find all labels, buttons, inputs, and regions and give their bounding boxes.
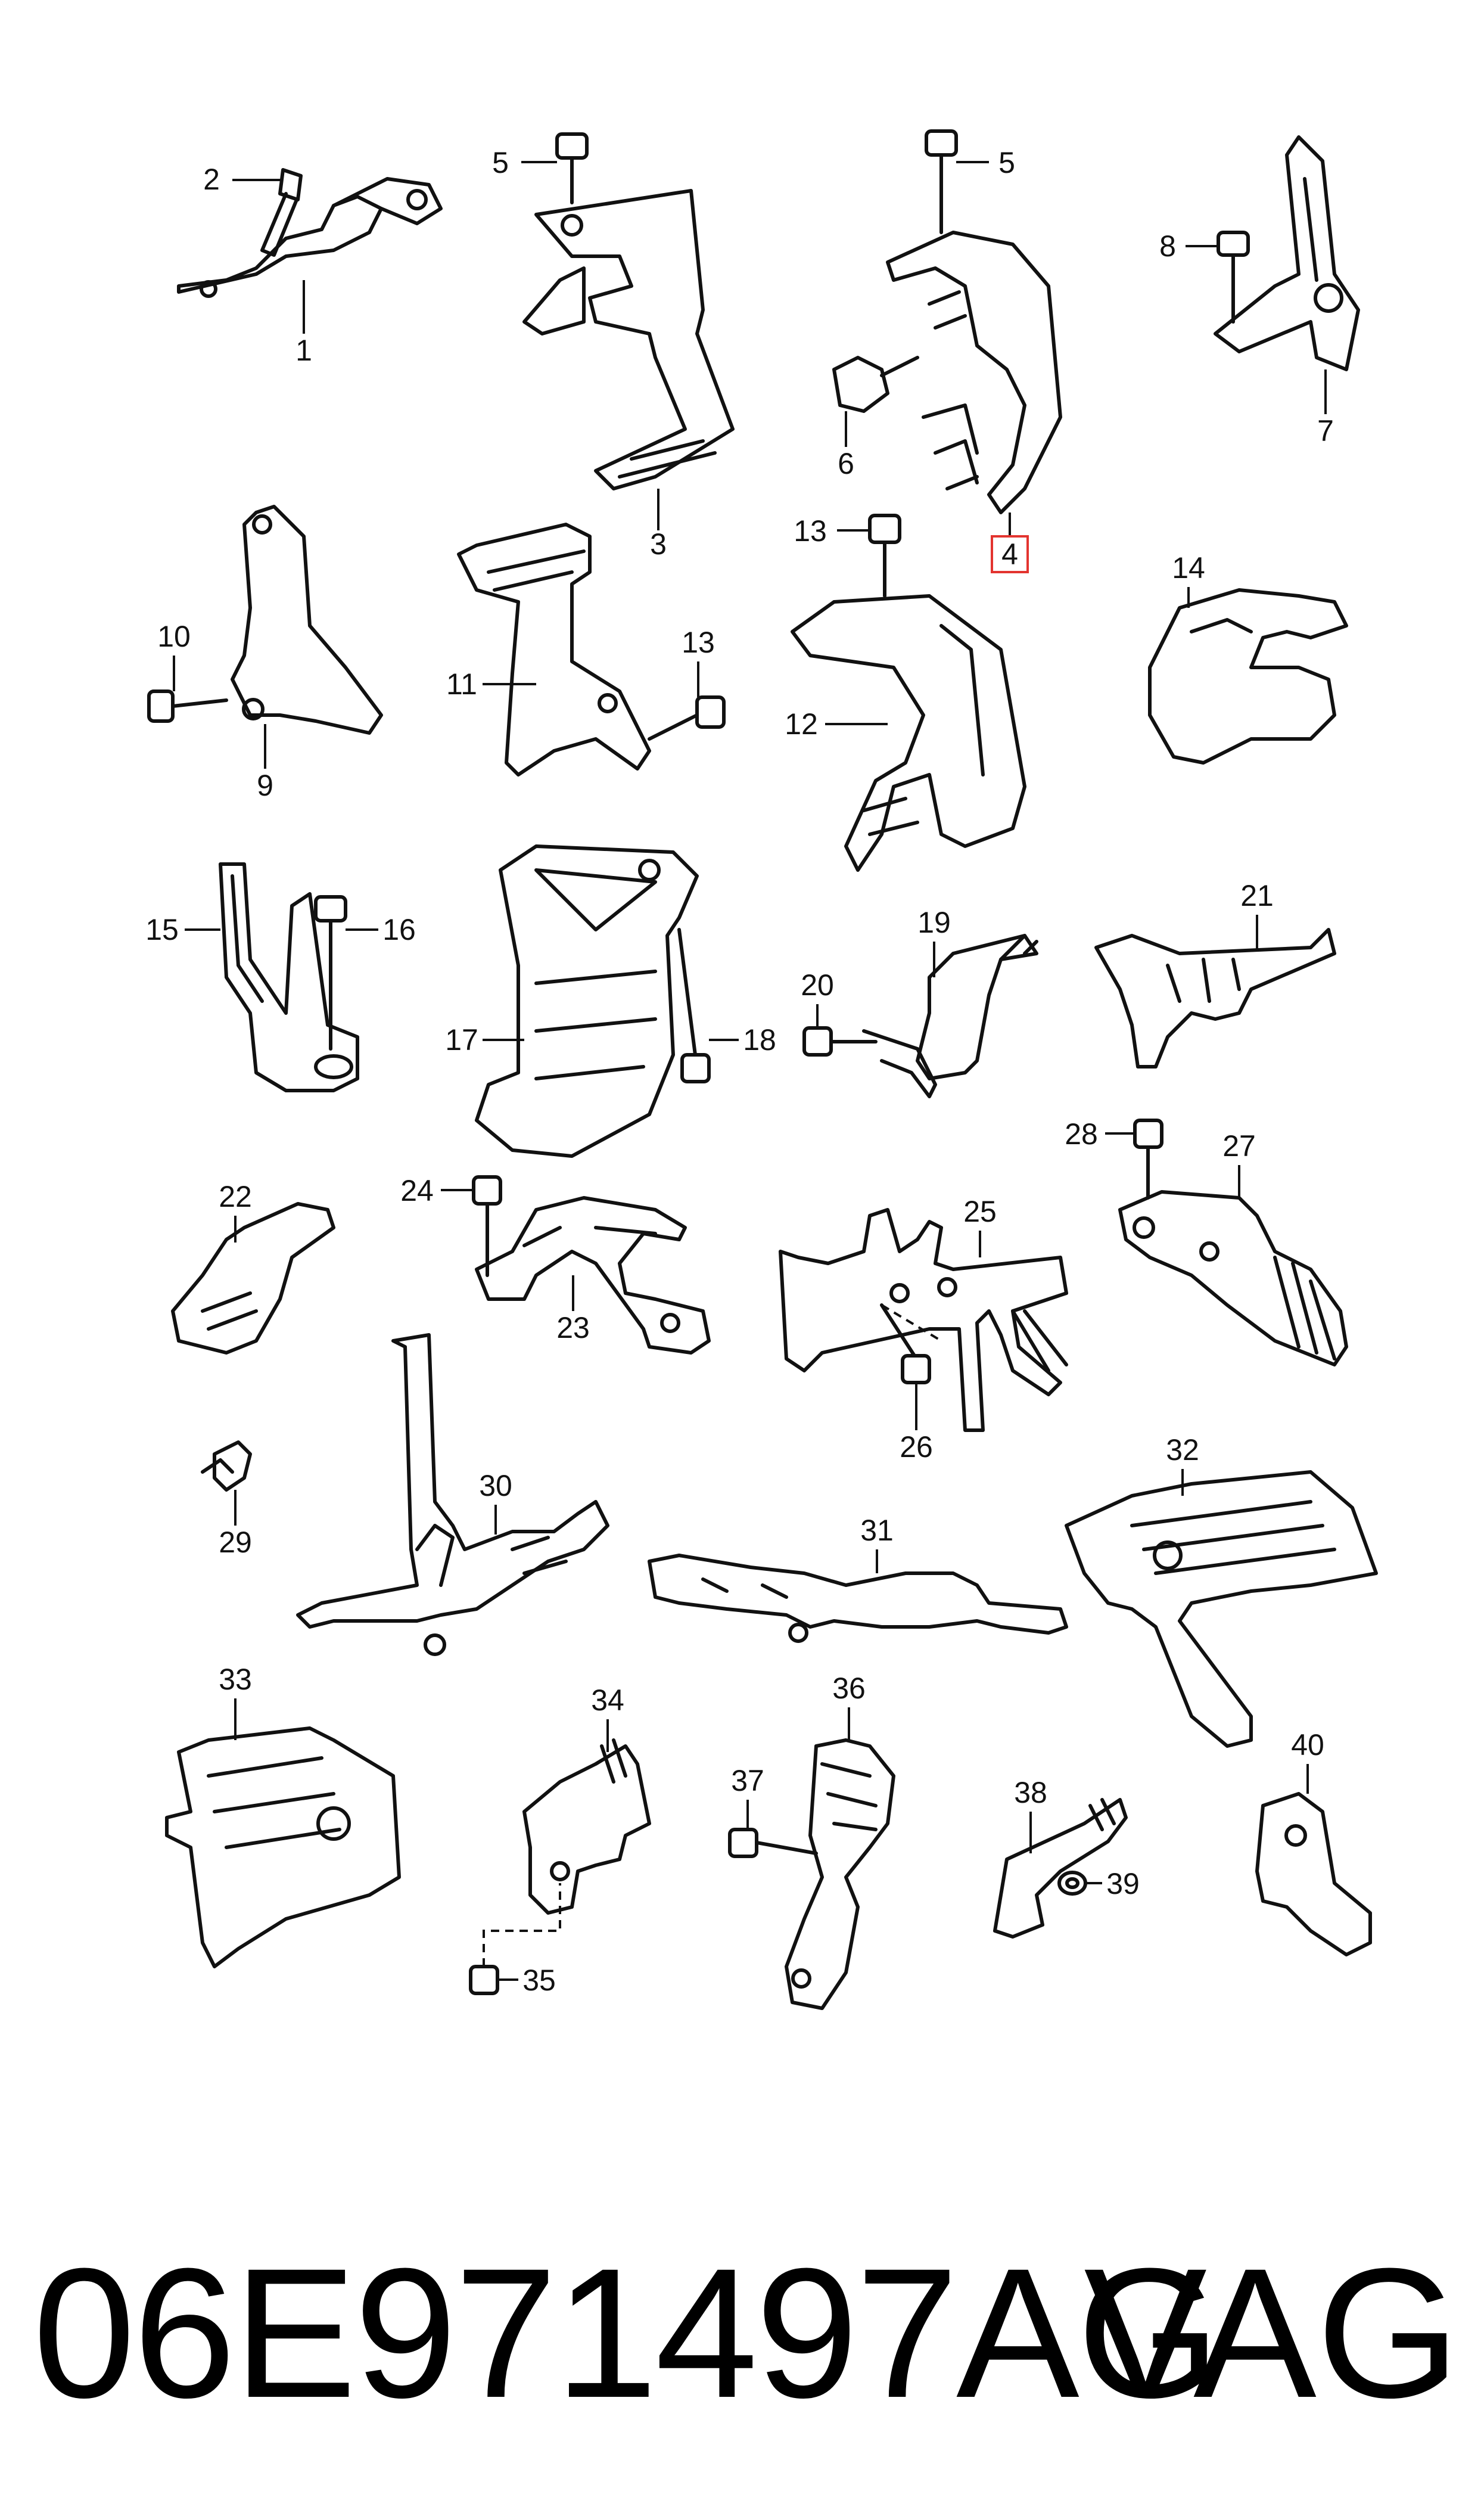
part-4-bracket[interactable] [886,231,1062,514]
callout-36[interactable]: 36 [832,1672,866,1705]
part-31-bracket[interactable] [648,1554,1068,1643]
callout-20[interactable]: 20 [801,968,834,1002]
part-11-bracket[interactable] [457,523,651,776]
callout-14[interactable]: 14 [1172,551,1205,585]
callout-40[interactable]: 40 [1291,1728,1324,1762]
callout-39[interactable]: 39 [1106,1867,1140,1900]
callout-2[interactable]: 2 [203,163,220,196]
bolt-5-right[interactable] [925,129,958,234]
part-15-bracket[interactable] [219,862,359,1092]
callout-29[interactable]: 29 [219,1526,252,1559]
bolt-8[interactable] [1217,231,1250,324]
part-40-bracket[interactable] [1255,1792,1372,1956]
callout-22[interactable]: 22 [219,1180,252,1213]
callout-5-right[interactable]: 5 [998,146,1015,179]
callout-30[interactable]: 30 [479,1469,512,1502]
callout-10[interactable]: 10 [157,620,191,653]
parts-diagram: 1 2 3 4 5 5 6 7 8 9 10 11 12 13 13 14 15… [145,129,1378,2010]
bolt-37[interactable] [728,1828,818,1858]
callout-25[interactable]: 25 [963,1195,997,1228]
part-33-bracket[interactable] [165,1726,401,1968]
callout-24[interactable]: 24 [400,1174,434,1207]
part-32-bracket[interactable] [1065,1470,1378,1748]
part-19-bracket[interactable] [862,934,1038,1098]
callout-5-left[interactable]: 5 [492,146,509,179]
part-17-bracket[interactable] [475,844,699,1158]
callout-12[interactable]: 12 [785,707,818,741]
part-29-clip[interactable] [201,1440,252,1492]
part-21-bracket[interactable] [1094,928,1336,1069]
callout-34[interactable]: 34 [591,1684,624,1717]
nut-39[interactable] [1057,1871,1087,1896]
bolt-2[interactable] [260,168,303,257]
bolt-18[interactable] [677,928,711,1083]
part-38-bracket[interactable] [993,1798,1128,1939]
callout-8[interactable]: 8 [1159,229,1176,263]
part-27-bracket[interactable] [1118,1190,1348,1366]
callout-3[interactable]: 3 [650,527,667,561]
callout-15[interactable]: 15 [145,913,179,946]
callout-13-left[interactable]: 13 [682,626,715,659]
callout-35[interactable]: 35 [522,1964,556,1997]
callout-31[interactable]: 31 [860,1514,894,1547]
part-23-bracket[interactable] [475,1196,711,1355]
callout-23[interactable]: 23 [556,1311,590,1344]
callout-11[interactable]: 11 [446,667,477,701]
callout-7[interactable]: 7 [1317,414,1334,448]
part-number: 06E971497AG [33,2229,1221,2436]
brand-name: VAG [1084,2229,1460,2436]
bolt-5-left[interactable] [555,132,589,204]
callout-19[interactable]: 19 [917,906,951,939]
callout-38[interactable]: 38 [1014,1776,1047,1809]
callout-16[interactable]: 16 [382,913,416,946]
bolt-28[interactable] [1133,1119,1163,1200]
callout-4[interactable]: 4 [1001,538,1018,571]
clip-6[interactable] [832,356,919,413]
callout-18[interactable]: 18 [743,1023,776,1057]
part-14-bracket[interactable] [1148,588,1348,765]
part-3-bracket[interactable] [522,189,735,490]
callout-32[interactable]: 32 [1166,1433,1199,1467]
bolt-10[interactable] [147,689,228,723]
callout-9[interactable]: 9 [257,769,273,802]
bolt-26[interactable] [880,1303,942,1384]
callout-21[interactable]: 21 [1240,879,1274,912]
callout-27[interactable]: 27 [1222,1129,1256,1163]
part-34-bracket[interactable] [522,1738,651,1915]
bolt-13-left[interactable] [648,695,726,741]
part-9-bracket[interactable] [231,505,383,735]
part-1-bracket[interactable] [177,177,443,298]
bolt-13-right[interactable] [868,514,901,598]
highlight-box-4 [991,535,1029,573]
part-7-bracket[interactable] [1214,135,1360,371]
callout-13-right[interactable]: 13 [794,514,827,548]
callout-26[interactable]: 26 [900,1430,933,1464]
part-30-bracket[interactable] [296,1333,609,1656]
part-36-bracket[interactable] [785,1738,895,2010]
callout-1[interactable]: 1 [295,334,312,367]
callout-6[interactable]: 6 [838,447,854,480]
bolt-16[interactable] [314,895,347,1051]
callout-33[interactable]: 33 [219,1663,252,1696]
part-22-bracket[interactable] [171,1202,335,1355]
part-25-bracket[interactable] [779,1208,1068,1432]
callout-37[interactable]: 37 [731,1764,764,1797]
part-12-bracket[interactable] [791,594,1026,872]
callout-17[interactable]: 17 [445,1023,478,1057]
callout-28[interactable]: 28 [1065,1117,1098,1151]
